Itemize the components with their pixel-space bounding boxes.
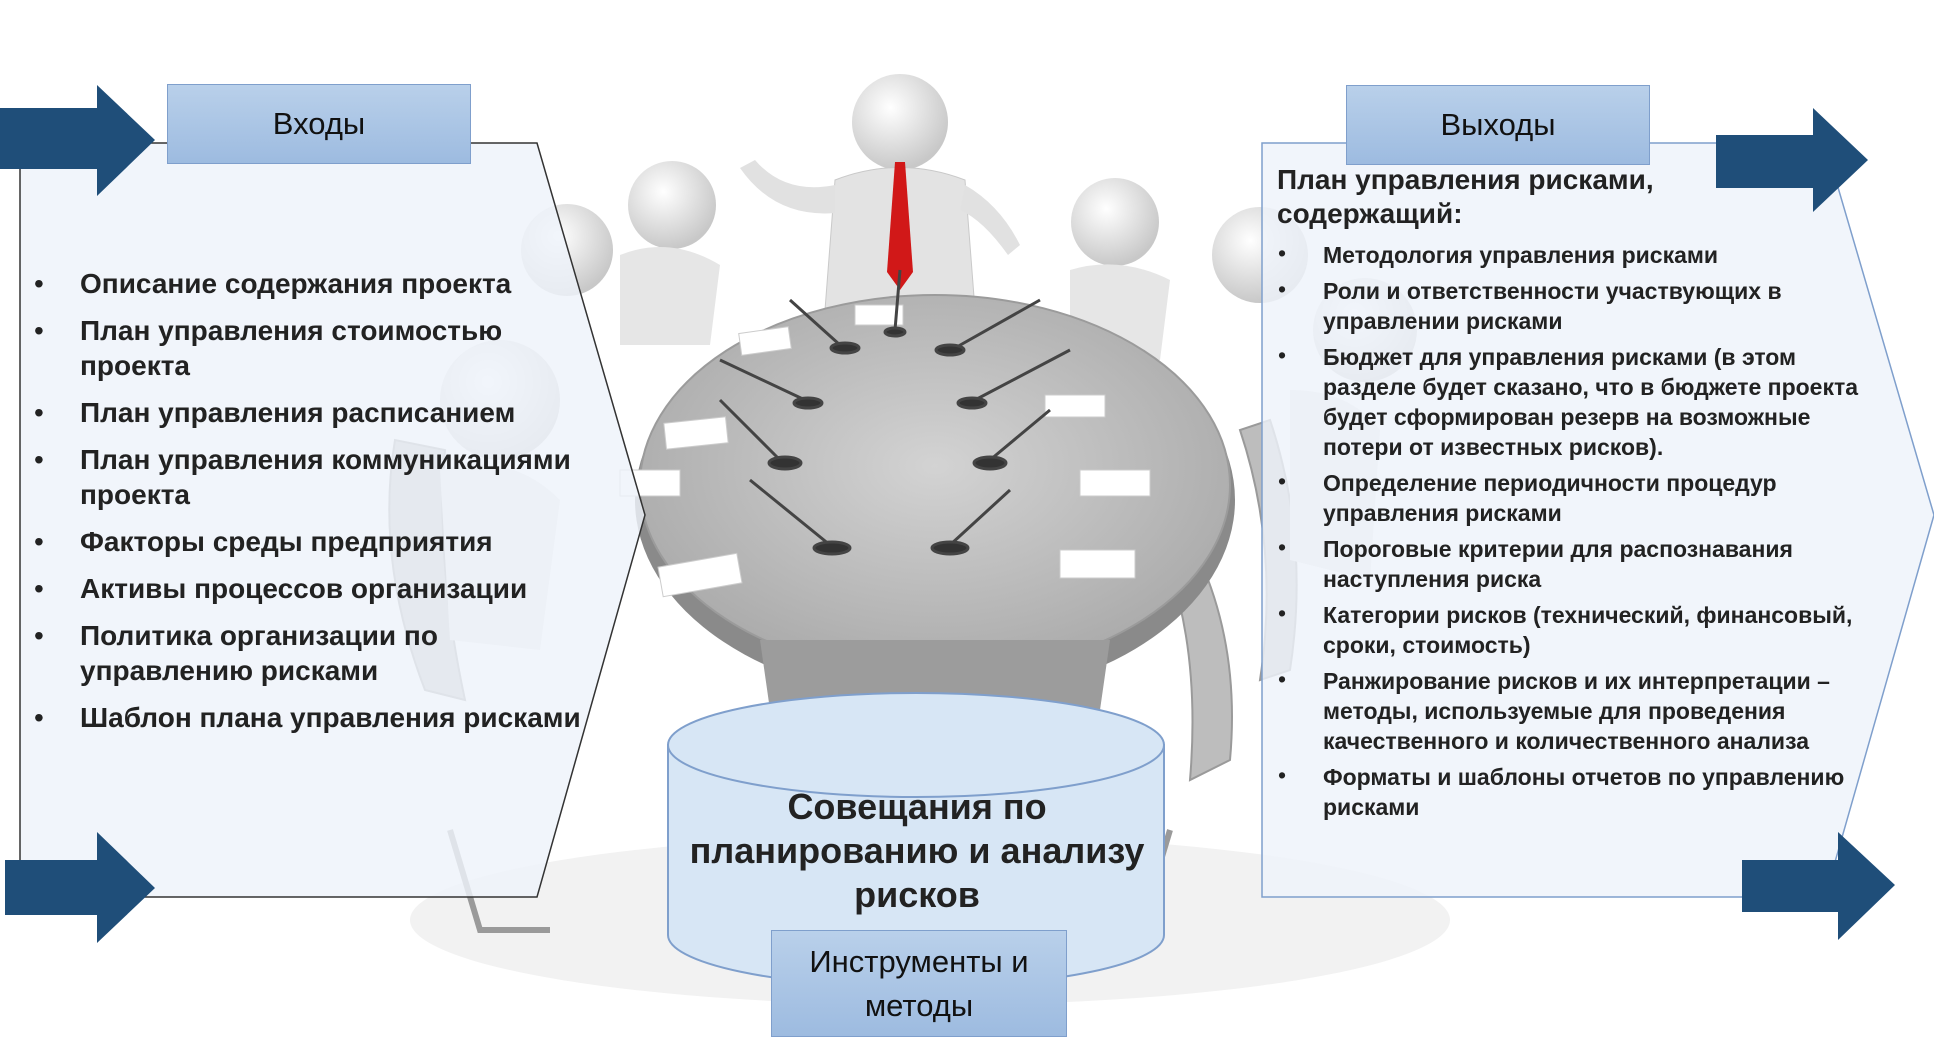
output-item: Категории рисков (технический, финансовы… [1268, 598, 1868, 660]
flow-arrows [0, 85, 1895, 943]
outputs-list: Методология управления рисками Роли и от… [1268, 238, 1868, 828]
cylinder-label: Совещания по планированию и анализу риск… [689, 786, 1145, 915]
output-item: Роли и ответственности участвующих в упр… [1268, 274, 1868, 336]
arrow-output-top [1716, 108, 1868, 212]
arrow-input-bottom [5, 832, 155, 943]
input-item: План управления расписанием [30, 395, 590, 430]
input-item: Активы процессов организации [30, 571, 590, 606]
outputs-header-label: Выходы [1440, 107, 1556, 142]
output-item: Бюджет для управления рисками (в этом ра… [1268, 340, 1868, 462]
output-item: Пороговые критерии для распознавания нас… [1268, 532, 1868, 594]
output-item: Ранжирование рисков и их интерпретации –… [1268, 664, 1868, 756]
outputs-title: План управления рисками, содержащий: [1277, 164, 1654, 229]
output-item: Форматы и шаблоны отчетов по управлению … [1268, 760, 1868, 822]
arrow-output-bottom [1742, 832, 1895, 940]
inputs-list: Описание содержания проекта План управле… [30, 266, 590, 747]
outputs-header: Выходы [1346, 85, 1650, 165]
input-item: Факторы среды предприятия [30, 524, 590, 559]
output-item: Методология управления рисками [1268, 238, 1868, 270]
input-item: План управления стоимостью проекта [30, 313, 590, 383]
inputs-header-label: Входы [272, 106, 366, 141]
presenter-figure [740, 74, 1020, 311]
tools-box: Инструменты и методы [771, 930, 1067, 1037]
input-item: Описание содержания проекта [30, 266, 590, 301]
output-item: Определение периодичности процедур управ… [1268, 466, 1868, 528]
input-item: Политика организации по управлению риска… [30, 618, 590, 688]
tools-cylinder [667, 692, 1165, 988]
tools-box-label: Инструменты и методы [809, 943, 1029, 1023]
input-item: План управления коммуникациями проекта [30, 442, 590, 512]
input-item: Шаблон плана управления рисками [30, 700, 590, 735]
inputs-header: Входы [167, 84, 471, 164]
arrow-input-top [0, 85, 155, 196]
